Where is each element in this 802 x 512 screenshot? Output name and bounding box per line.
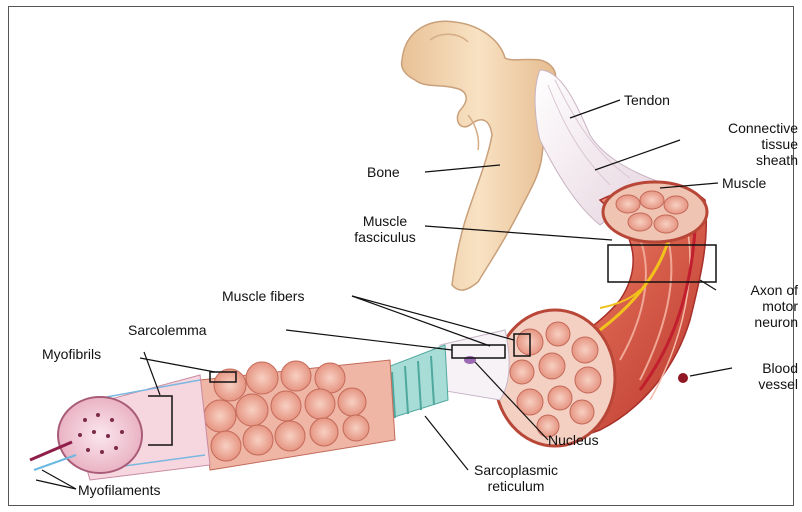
label-blood-line1: Blood [728,360,798,376]
label-connective-tissue-sheath: Connective tissue sheath [684,120,798,168]
label-blood-vessel: Blood vessel [728,360,798,392]
nucleus-shape [464,356,476,364]
bone-shape [402,21,556,290]
label-nucleus: Nucleus [548,432,599,448]
label-connective-line3: sheath [684,152,798,168]
label-sarcoplasmic-line2: reticulum [456,478,576,494]
label-axon-of-motor-neuron: Axon of motor neuron [708,282,798,330]
myofibril-cross-section [30,375,210,480]
label-tendon: Tendon [624,92,670,108]
myofibril-bundle [200,360,395,470]
label-muscle: Muscle [722,175,766,191]
label-sarcolemma: Sarcolemma [128,322,207,338]
label-myofibrils: Myofibrils [42,346,101,362]
fasciculus-cross-section [495,310,615,446]
label-myofilaments: Myofilaments [78,482,160,498]
label-connective-line1: Connective [684,120,798,136]
label-axon-line1: Axon of [708,282,798,298]
label-bone: Bone [367,164,400,180]
muscle-cross-section-top [603,182,707,242]
label-axon-line3: neuron [708,314,798,330]
label-blood-line2: vessel [728,376,798,392]
label-fasciculus-line1: Muscle [340,213,430,229]
label-muscle-fibers: Muscle fibers [222,288,304,304]
label-fasciculus-line2: fasciculus [340,229,430,245]
label-sarcoplasmic-line1: Sarcoplasmic [456,462,576,478]
label-muscle-fasciculus: Muscle fasciculus [340,213,430,245]
label-axon-line2: motor [708,298,798,314]
label-connective-line2: tissue [684,136,798,152]
label-sarcoplasmic-reticulum: Sarcoplasmic reticulum [456,462,576,494]
